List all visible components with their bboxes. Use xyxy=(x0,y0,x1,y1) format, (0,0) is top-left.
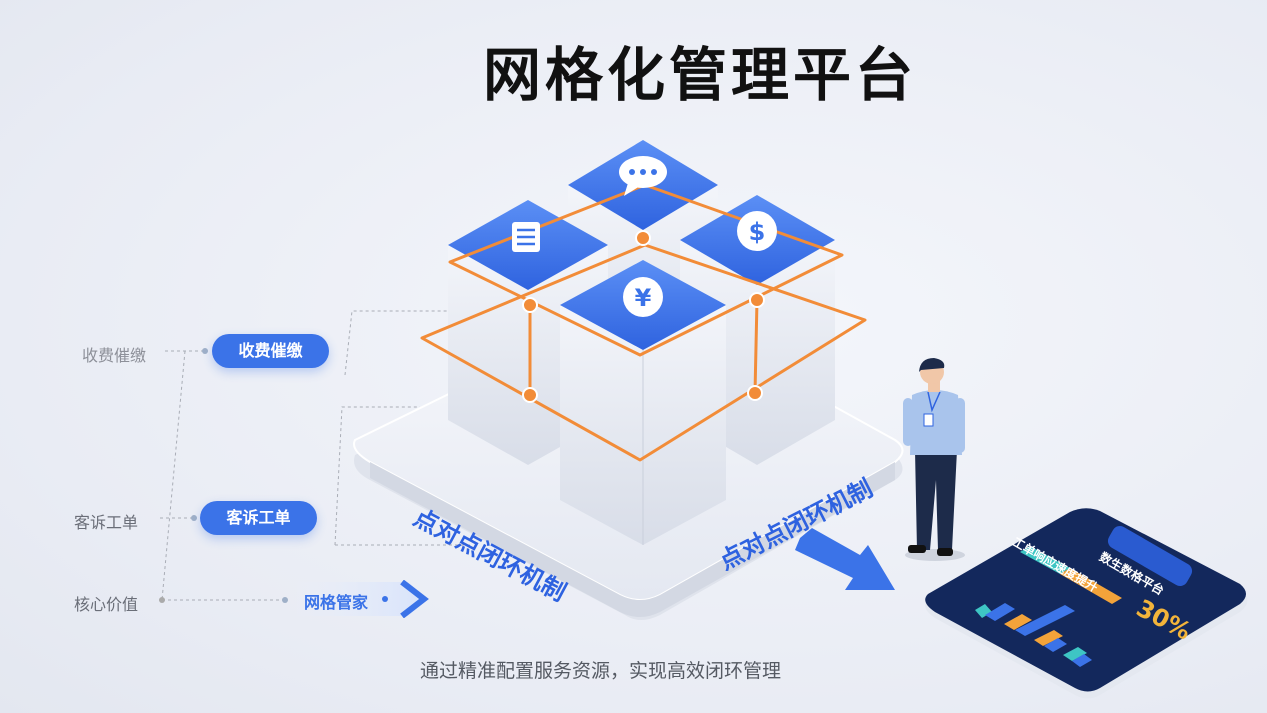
arrow-icon xyxy=(795,528,895,590)
fee-collection-button[interactable]: 收费催缴 xyxy=(212,334,329,368)
complaint-ticket-button[interactable]: 客诉工单 xyxy=(200,501,317,535)
label-complaint: 客诉工单 xyxy=(74,513,139,532)
grid-butler-label: 网格管家 xyxy=(304,593,369,612)
yuan-icon: ¥ xyxy=(623,277,663,317)
svg-text:$: $ xyxy=(749,218,766,246)
caption: 通过精准配置服务资源，实现高效闭环管理 xyxy=(420,660,782,682)
dot-icon xyxy=(382,596,388,602)
currency-icon: $ xyxy=(737,211,777,251)
person-figure xyxy=(903,358,965,561)
label-core-value: 核心价值 xyxy=(74,595,139,614)
svg-text:¥: ¥ xyxy=(635,284,652,312)
document-icon xyxy=(512,222,540,252)
page-title: 网格化管理平台 xyxy=(482,41,917,109)
label-fee: 收费催缴 xyxy=(82,346,147,365)
tablet-dashboard xyxy=(925,508,1248,699)
arrow-tag-shape xyxy=(290,580,429,618)
chat-bubble-icon xyxy=(619,156,667,196)
grid-butler-tag[interactable]: 网格管家 xyxy=(290,580,430,618)
